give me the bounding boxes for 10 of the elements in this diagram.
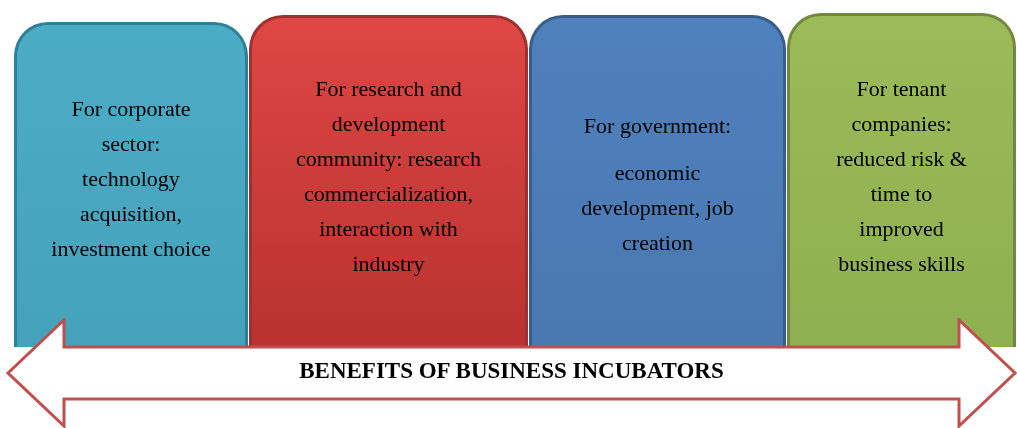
box-heading: For government: [582, 112, 733, 140]
rounded-box [249, 15, 528, 347]
rounded-box [14, 22, 248, 347]
box-heading: For corporate sector: technology acquisition, investment choice [51, 95, 211, 263]
box-text: economic development, job creation [580, 159, 735, 257]
box-heading: For research and development community: research commercialization, interaction with industry [294, 75, 483, 278]
banner-title: BENEFITS OF BUSINESS INCUBATORS [298, 358, 725, 384]
rounded-box [529, 15, 786, 347]
rounded-box [787, 13, 1016, 347]
box-heading: For tenant companies: reduced risk & time to improved business skills [835, 75, 968, 278]
